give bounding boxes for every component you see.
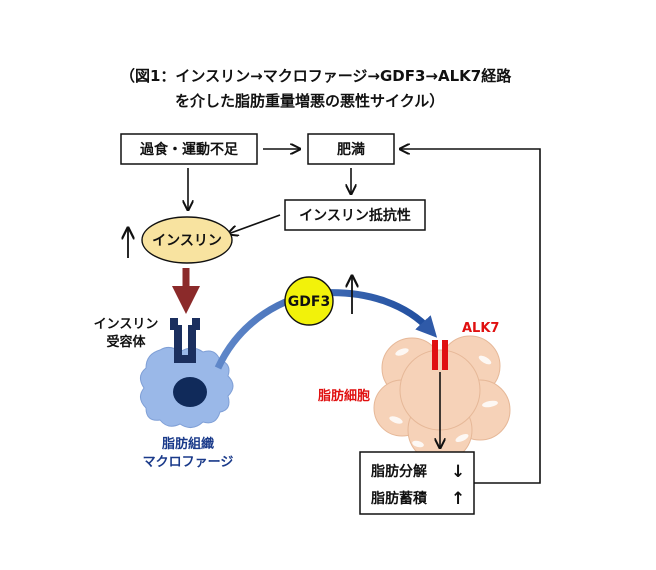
adipocyte-label: 脂肪細胞 — [317, 388, 370, 404]
title-line-1: （図1：インスリン→マクロファージ→GDF3→ALK7経路 — [120, 67, 512, 85]
alk7-label: ALK7 — [462, 321, 499, 336]
alk7-receptor-icon — [432, 340, 448, 370]
title-line-2: を介した脂肪重量増悪の悪性サイクル） — [175, 92, 444, 110]
insulin-resistance-box: インスリン抵抗性 — [284, 199, 426, 231]
adipocyte-vesicles — [389, 348, 498, 448]
insulin-resistance-label: インスリン抵抗性 — [299, 207, 411, 224]
macrophage-label-line-2: マクロファージ — [143, 455, 234, 470]
insulin-receptor-icon — [170, 318, 200, 363]
insulin-ellipse — [141, 216, 233, 264]
fat-storage-label: 脂肪蓄積 — [370, 490, 428, 507]
fat-storage-increase-indicator: ↑ — [451, 489, 465, 509]
obesity-box: 肥満 — [307, 133, 395, 165]
adipocyte-cell — [373, 335, 511, 463]
overeating-label: 過食・運動不足 — [139, 141, 239, 158]
insulin-node: インスリン — [141, 216, 233, 264]
obesity-label: 肥満 — [337, 141, 365, 158]
macrophage-cell — [140, 346, 234, 428]
insulin-receptor-label-line-1: インスリン — [94, 317, 159, 332]
macrophage-label-line-1: 脂肪組織 — [161, 436, 214, 452]
insulin-label: インスリン — [152, 233, 222, 249]
gdf3-circle — [284, 276, 334, 326]
arrow-resistance-to-insulin — [228, 214, 281, 234]
gdf3-node: GDF3 — [284, 276, 334, 326]
overeating-box: 過食・運動不足 — [120, 133, 258, 165]
gdf3-label: GDF3 — [288, 294, 330, 310]
outcome-box: 脂肪分解 ↓ 脂肪蓄積 ↑ — [359, 451, 475, 515]
lipolysis-decrease-indicator: ↓ — [451, 462, 465, 482]
macrophage-nucleus — [173, 377, 207, 407]
lipolysis-label: 脂肪分解 — [370, 463, 427, 480]
arrow-feedback-to-obesity — [400, 149, 541, 484]
insulin-receptor-label-line-2: 受容体 — [106, 334, 146, 350]
